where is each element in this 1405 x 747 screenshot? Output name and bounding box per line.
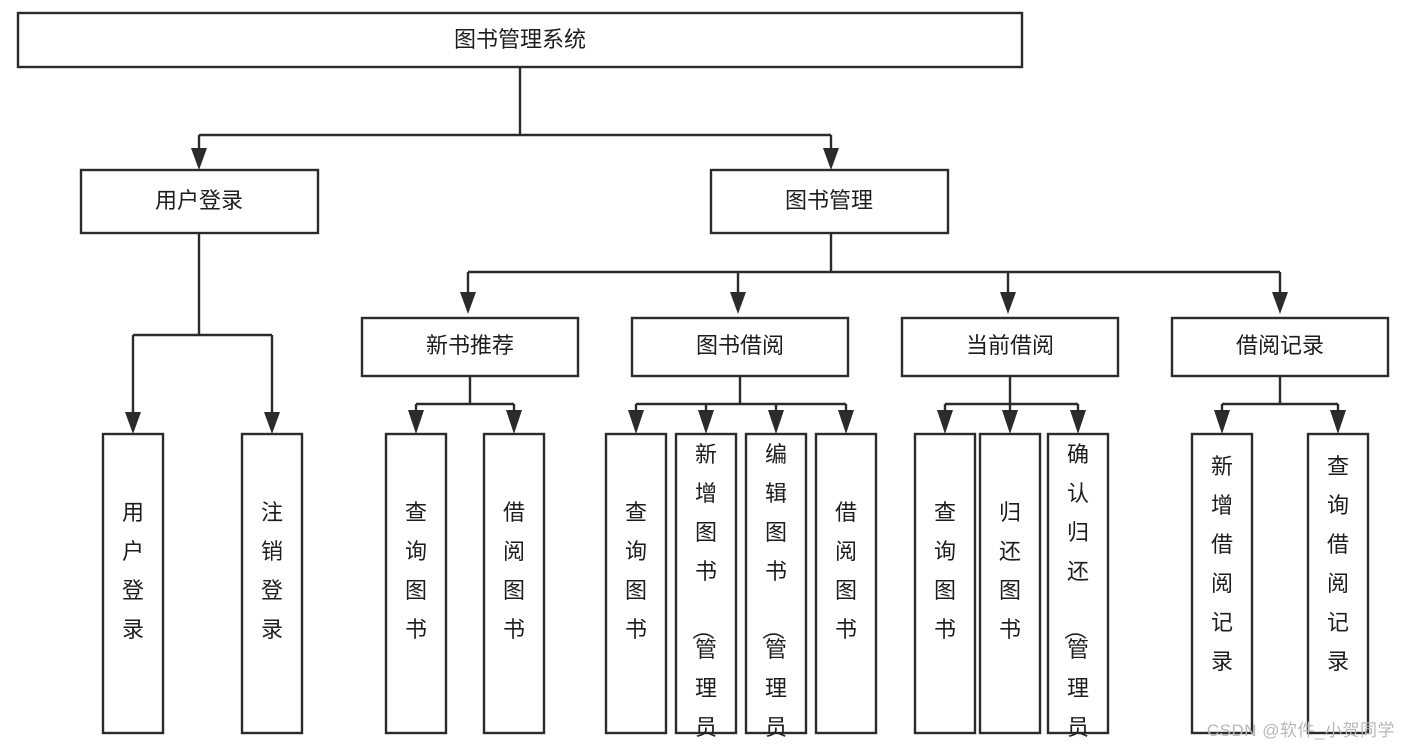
csdn-watermark: CSDN @软件_小贺同学 bbox=[1206, 721, 1395, 740]
node-leaf-query-record-label: 查询借阅记录 bbox=[1327, 454, 1349, 674]
node-borrow-record-box[interactable] bbox=[1170, 316, 1390, 378]
node-leaf-query-book-2[interactable]: 查询图书 bbox=[604, 432, 668, 735]
arrow-head-user-login bbox=[191, 148, 207, 170]
connector-user-login-to-leaves bbox=[125, 233, 280, 434]
node-current-borrow[interactable]: 当前借阅 bbox=[900, 316, 1120, 378]
connector-new-book-recommend-to-leaves bbox=[408, 376, 522, 434]
arrow-head-leaf-query-record bbox=[1330, 410, 1346, 434]
node-new-book-recommend[interactable]: 新书推荐 bbox=[360, 316, 580, 378]
arrow-head-book-management bbox=[823, 148, 839, 170]
node-leaf-user-login-box[interactable] bbox=[101, 432, 165, 735]
node-book-borrow-label: 图书借阅 bbox=[696, 333, 784, 358]
node-user-login-label: 用户登录 bbox=[155, 188, 243, 213]
arrow-head-leaf-query-book-2 bbox=[628, 410, 644, 434]
node-leaf-edit-book[interactable]: 编辑图书（管理员） bbox=[744, 432, 808, 747]
arrow-head-leaf-borrow-book-1 bbox=[506, 410, 522, 434]
arrow-head-leaf-add-record bbox=[1214, 410, 1230, 434]
node-leaf-borrow-book-2[interactable]: 借阅图书 bbox=[814, 432, 878, 735]
node-leaf-query-book-1-label: 查询图书 bbox=[405, 500, 427, 642]
node-new-book-recommend-box[interactable] bbox=[360, 316, 580, 378]
node-borrow-record[interactable]: 借阅记录 bbox=[1170, 316, 1390, 378]
arrow-head-leaf-query-book-3 bbox=[937, 410, 953, 434]
node-new-book-recommend-label: 新书推荐 bbox=[426, 333, 514, 358]
arrow-head-leaf-query-book-1 bbox=[408, 410, 424, 434]
arrow-head-leaf-confirm-return bbox=[1070, 410, 1086, 434]
arrow-head-leaf-logout-login bbox=[264, 412, 280, 434]
node-user-login[interactable]: 用户登录 bbox=[79, 168, 320, 235]
connector-borrow-record-to-leaves bbox=[1214, 376, 1346, 434]
node-leaf-edit-book-box[interactable] bbox=[744, 432, 808, 735]
node-book-management-label: 图书管理 bbox=[785, 188, 873, 213]
node-current-borrow-label: 当前借阅 bbox=[966, 333, 1054, 358]
arrow-head-book-borrow bbox=[730, 292, 746, 314]
node-book-borrow-box[interactable] bbox=[630, 316, 850, 378]
node-leaf-edit-book-label: 编辑图书（管理员） bbox=[760, 442, 787, 747]
node-user-login-box[interactable] bbox=[79, 168, 320, 235]
node-leaf-add-book-label: 新增图书（管理员） bbox=[690, 442, 717, 747]
connector-book-borrow-to-leaves bbox=[628, 376, 854, 434]
node-root-box[interactable] bbox=[16, 11, 1024, 69]
node-book-management[interactable]: 图书管理 bbox=[709, 168, 950, 235]
node-leaf-borrow-book-1-label: 借阅图书 bbox=[503, 500, 525, 642]
node-root-label: 图书管理系统 bbox=[454, 27, 586, 52]
arrow-head-current-borrow bbox=[1000, 292, 1016, 314]
arrow-head-leaf-add-book bbox=[698, 410, 714, 434]
node-leaf-confirm-return[interactable]: 确认归还（管理员） bbox=[1046, 432, 1110, 747]
connector-book-management-to-level3 bbox=[460, 233, 1288, 314]
node-leaf-user-login-label: 用户登录 bbox=[122, 500, 144, 642]
node-leaf-query-record[interactable]: 查询借阅记录 bbox=[1306, 432, 1370, 735]
node-leaf-query-book-3-label: 查询图书 bbox=[934, 500, 956, 642]
arrow-head-borrow-record bbox=[1272, 292, 1288, 314]
node-leaf-query-record-box[interactable] bbox=[1306, 432, 1370, 735]
node-leaf-query-book-2-label: 查询图书 bbox=[625, 500, 647, 642]
node-leaf-return-book[interactable]: 归还图书 bbox=[978, 432, 1042, 735]
arrow-head-leaf-user-login bbox=[125, 412, 141, 434]
node-book-borrow[interactable]: 图书借阅 bbox=[630, 316, 850, 378]
arrow-head-leaf-return-book bbox=[1002, 410, 1018, 434]
node-leaf-query-book-1[interactable]: 查询图书 bbox=[384, 432, 448, 735]
node-leaf-query-book-3-box[interactable] bbox=[913, 432, 977, 735]
node-root-book-management-system[interactable]: 图书管理系统 bbox=[16, 11, 1024, 69]
node-leaf-borrow-book-2-box[interactable] bbox=[814, 432, 878, 735]
node-leaf-query-book-1-box[interactable] bbox=[384, 432, 448, 735]
node-leaf-user-login[interactable]: 用户登录 bbox=[101, 432, 165, 735]
node-leaf-return-book-label: 归还图书 bbox=[999, 500, 1021, 642]
node-leaf-logout-login-label: 注销登录 bbox=[261, 500, 283, 642]
node-leaf-add-book[interactable]: 新增图书（管理员） bbox=[674, 432, 738, 747]
node-leaf-add-book-box[interactable] bbox=[674, 432, 738, 735]
arrow-head-leaf-edit-book bbox=[768, 410, 784, 434]
node-book-management-box[interactable] bbox=[709, 168, 950, 235]
node-leaf-logout-login-box[interactable] bbox=[240, 432, 304, 735]
connector-root-to-level2 bbox=[191, 67, 839, 170]
node-leaf-borrow-book-1[interactable]: 借阅图书 bbox=[482, 432, 546, 735]
node-leaf-return-book-box[interactable] bbox=[978, 432, 1042, 735]
node-leaf-confirm-return-box[interactable] bbox=[1046, 432, 1110, 735]
node-leaf-query-book-2-box[interactable] bbox=[604, 432, 668, 735]
node-borrow-record-label: 借阅记录 bbox=[1236, 333, 1324, 358]
node-leaf-logout-login[interactable]: 注销登录 bbox=[240, 432, 304, 735]
node-leaf-add-record[interactable]: 新增借阅记录 bbox=[1190, 432, 1254, 735]
node-leaf-add-record-box[interactable] bbox=[1190, 432, 1254, 735]
arrow-head-new-book-recommend bbox=[460, 292, 476, 314]
node-leaf-add-record-label: 新增借阅记录 bbox=[1211, 454, 1233, 674]
node-leaf-confirm-return-label: 确认归还（管理员） bbox=[1062, 442, 1089, 747]
connector-current-borrow-to-leaves bbox=[937, 376, 1086, 434]
node-leaf-borrow-book-1-box[interactable] bbox=[482, 432, 546, 735]
node-leaf-borrow-book-2-label: 借阅图书 bbox=[835, 500, 857, 642]
node-leaf-query-book-3[interactable]: 查询图书 bbox=[913, 432, 977, 735]
node-current-borrow-box[interactable] bbox=[900, 316, 1120, 378]
arrow-head-leaf-borrow-book-2 bbox=[838, 410, 854, 434]
